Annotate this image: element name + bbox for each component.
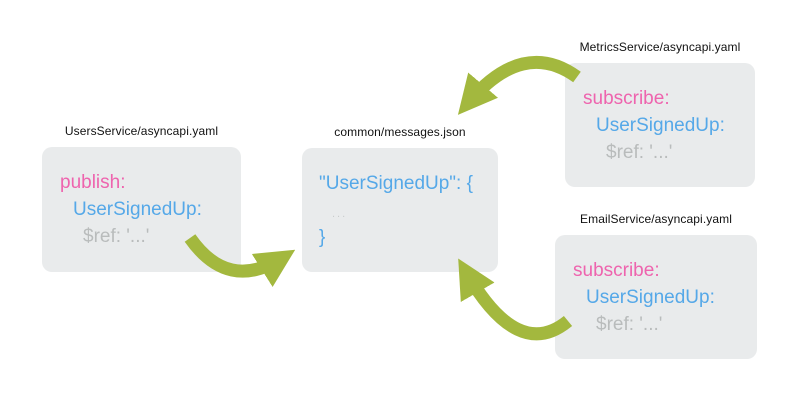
file-label-metrics-service: MetricsService/asyncapi.yaml: [579, 40, 741, 54]
file-label-common-messages: common/messages.json: [334, 125, 466, 139]
file-label-users-service: UsersService/asyncapi.yaml: [64, 124, 219, 138]
code-line: publish:: [60, 172, 126, 193]
code-line: $ref: '...': [596, 314, 663, 335]
node-metrics-service: MetricsService/asyncapi.yaml subscribe: …: [565, 40, 755, 187]
code-box-common-messages: "UserSignedUp": { ... }: [302, 148, 498, 272]
code-line: subscribe:: [583, 88, 670, 109]
code-box-metrics-service: subscribe: UserSignedUp: $ref: '...': [565, 63, 755, 187]
code-line: UserSignedUp:: [596, 115, 725, 136]
code-line: }: [319, 227, 326, 248]
node-common-messages: common/messages.json "UserSignedUp": { .…: [302, 125, 498, 272]
code-line: $ref: '...': [606, 142, 673, 163]
code-line: UserSignedUp:: [586, 287, 715, 308]
code-line: "UserSignedUp": {: [319, 173, 473, 194]
code-line: subscribe:: [573, 260, 660, 281]
node-users-service: UsersService/asyncapi.yaml publish: User…: [42, 124, 241, 272]
code-line: UserSignedUp:: [73, 199, 202, 220]
code-line: ...: [332, 208, 348, 220]
code-line: $ref: '...': [83, 226, 150, 247]
arrow-metrics-service-to-common-messages: [457, 56, 581, 115]
node-email-service: EmailService/asyncapi.yaml subscribe: Us…: [555, 212, 757, 359]
file-label-email-service: EmailService/asyncapi.yaml: [580, 212, 732, 226]
code-box-users-service: publish: UserSignedUp: $ref: '...': [42, 147, 241, 272]
code-box-email-service: subscribe: UserSignedUp: $ref: '...': [555, 235, 757, 359]
arrow-email-service-to-common-messages: [458, 258, 573, 341]
